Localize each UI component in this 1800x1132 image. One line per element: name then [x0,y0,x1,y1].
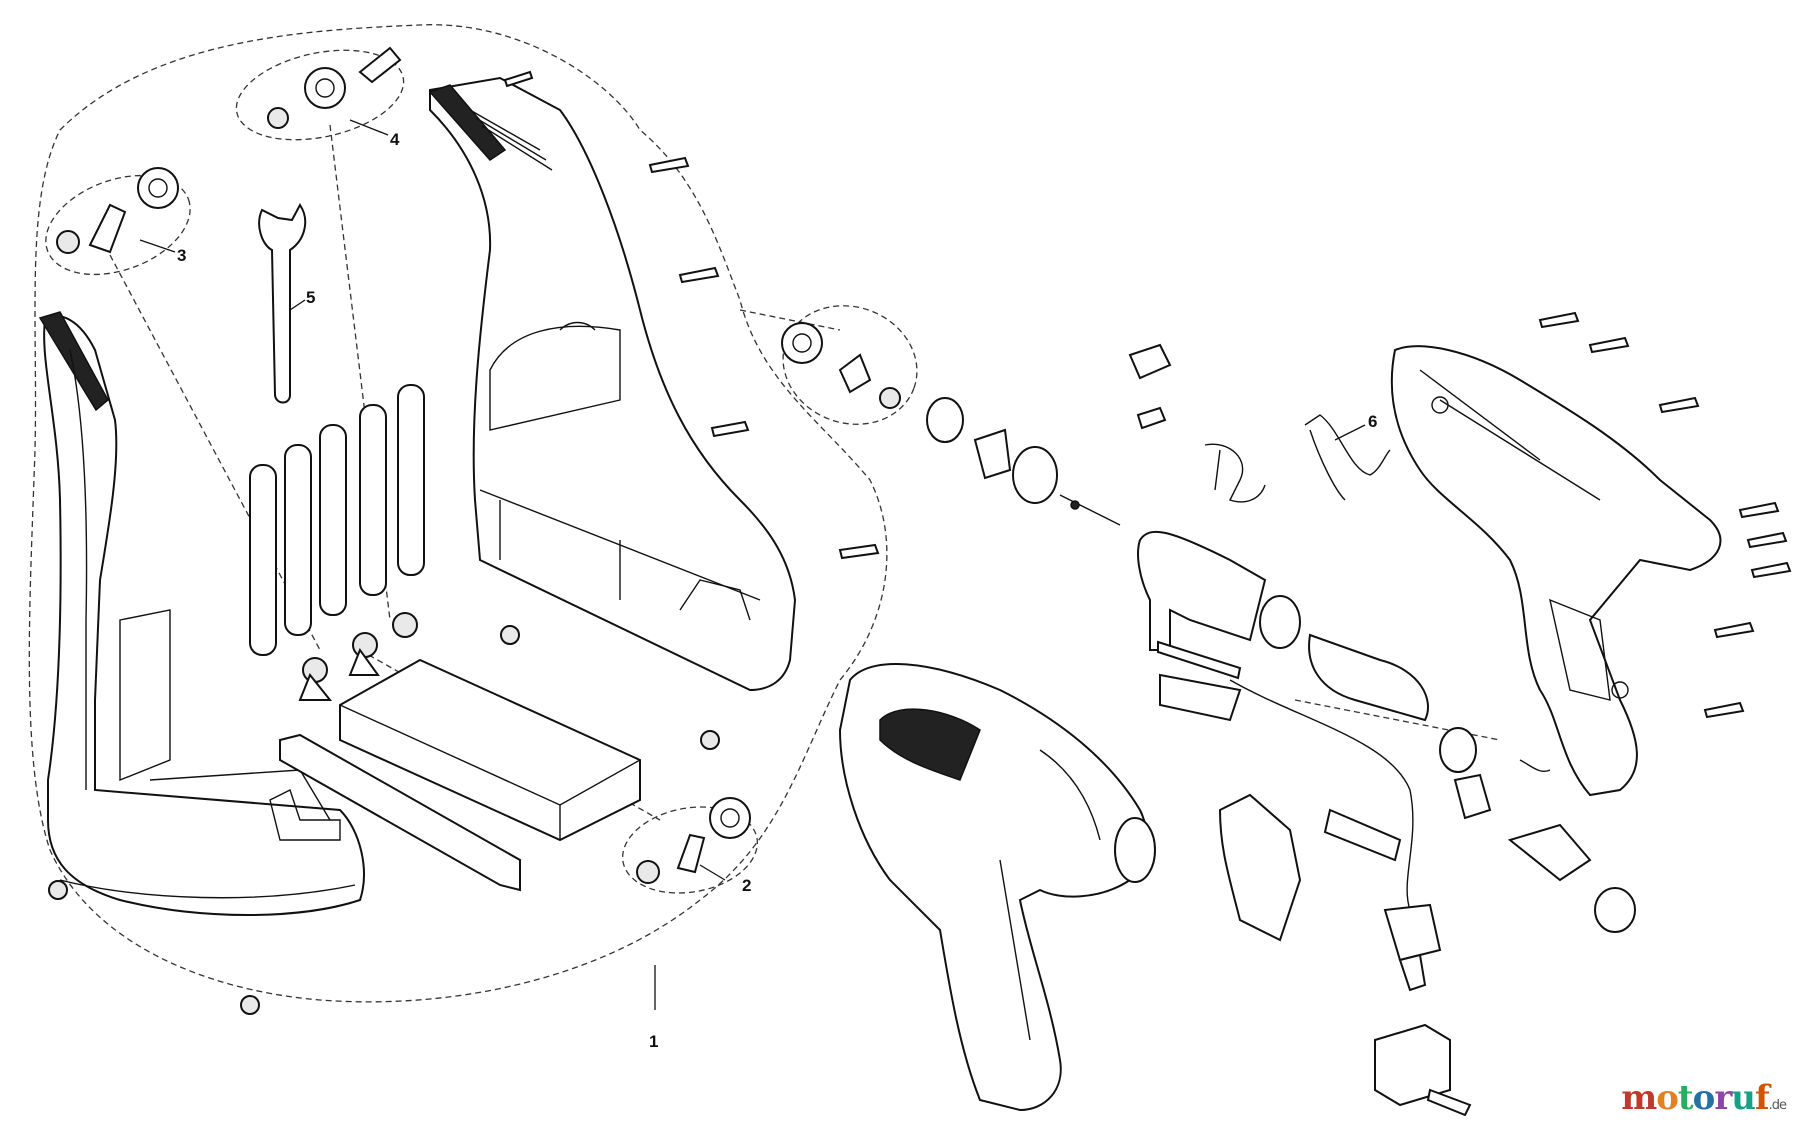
cleaning-block [280,660,640,890]
callout-5: 5 [306,288,316,307]
callout-3: 3 [177,246,187,265]
callout-6: 6 [1368,412,1378,431]
callout-2: 2 [742,876,752,895]
callout-4: 4 [390,130,400,149]
wire-spring-clip [1130,345,1390,502]
front-nozzle-assembly [782,323,1120,525]
hex-nut-icon [49,626,719,1014]
heating-barrel [1138,532,1476,772]
nozzle-set-3 [57,168,178,253]
logo-letter: o [1692,1078,1716,1118]
housing-right-half [1392,346,1721,795]
logo-letter: t [1677,1078,1694,1118]
set-4-boundary [228,36,412,154]
motoruf-logo: motoruf.de [1621,1078,1787,1118]
wrench-icon [259,205,305,403]
case-left-half [40,312,364,915]
logo-letter: u [1731,1078,1756,1118]
set-2-boundary [616,797,765,903]
logo-letter: m [1621,1078,1657,1118]
logo-letter: o [1656,1078,1679,1118]
callout-1: 1 [649,1032,659,1051]
mounted-nozzles [300,613,417,700]
gun-body-shell [840,664,1155,1110]
connector-line [740,310,840,330]
logo-suffix: .de [1768,1098,1787,1113]
leader-line-6 [1335,425,1365,440]
trigger-switch [1220,760,1635,940]
stick-set [250,385,424,655]
logo-wordmark: motoruf [1621,1078,1770,1118]
leader-line-4 [350,120,388,135]
leader-line-3 [140,240,175,252]
nozzle-set-4 [268,48,400,128]
case-right-half [430,78,795,690]
logo-letter: f [1754,1078,1770,1118]
power-cable [1230,680,1470,1115]
set-3-boundary [32,157,204,293]
nozzle-group-boundary [766,287,933,443]
screw-icon [505,72,1790,717]
logo-letter: r [1714,1078,1732,1118]
nozzle-set-2 [637,798,750,883]
leader-line-5 [290,300,305,310]
kit-boundary [29,25,887,1002]
leader-line-2 [700,865,725,880]
